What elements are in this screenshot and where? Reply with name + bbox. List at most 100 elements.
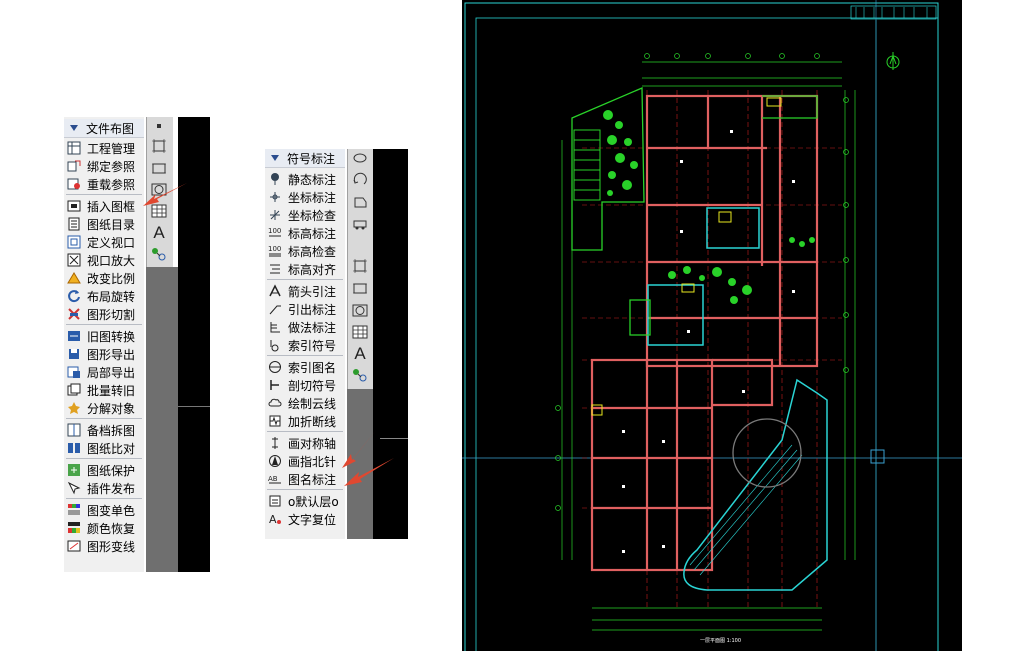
svg-text:100: 100	[268, 245, 281, 253]
frame-tool-2-icon[interactable]	[151, 160, 167, 176]
menu-item-10[interactable]: 索引符号	[265, 336, 345, 354]
reload-ref-icon	[67, 177, 81, 191]
menu-item-14[interactable]: 加折断线	[265, 412, 345, 430]
file-layout-menu-header[interactable]: 文件布图	[64, 119, 144, 138]
menu-item-11[interactable]: 旧图转换	[64, 327, 144, 345]
menu-item-7[interactable]: 箭头引注	[265, 282, 345, 300]
menu-item-label: 坐标标注	[288, 190, 337, 205]
file-layout-panel: 文件布图 工程管理绑定参照重载参照插入图框图纸目录定义视口视口放大改变比例布局旋…	[64, 117, 144, 572]
menu-item-16[interactable]: 备档拆图	[64, 421, 144, 439]
menu-item-15[interactable]: 分解对象	[64, 399, 144, 417]
menu-item-label: 插件发布	[87, 481, 136, 496]
menu-item-12[interactable]: 剖切符号	[265, 376, 345, 394]
menu-item-6[interactable]: 标高对齐	[265, 260, 345, 278]
text-tool-icon[interactable]: A	[153, 223, 165, 242]
static-mark-icon	[268, 172, 282, 186]
north-arrow-symbol	[886, 52, 900, 70]
collapse-triangle-icon	[70, 125, 78, 131]
circle-tool-icon[interactable]	[151, 181, 167, 197]
menu-item-label: 工程管理	[87, 141, 136, 156]
text-tool-icon[interactable]: A	[354, 344, 366, 363]
circle-tool-icon[interactable]	[352, 302, 368, 318]
menu-item-13[interactable]: 局部导出	[64, 363, 144, 381]
explode-icon	[67, 401, 81, 415]
menu-item-21[interactable]: 颜色恢复	[64, 519, 144, 537]
menu-item-10[interactable]: 图形切割	[64, 305, 144, 323]
rotate-icon	[67, 289, 81, 303]
menu-item-9[interactable]: 做法标注	[265, 318, 345, 336]
menu-item-17[interactable]: 图纸比对	[64, 439, 144, 457]
menu-separator	[66, 194, 142, 195]
to-line-icon	[67, 539, 81, 553]
frame-tool-icon[interactable]	[151, 138, 167, 154]
drawing-divider-line-1	[178, 406, 210, 407]
red-pointer-arrow-2	[342, 430, 376, 468]
menu-item-18[interactable]: o默认层o	[265, 492, 345, 510]
menu-item-label: 改变比例	[87, 271, 136, 286]
export-icon	[67, 347, 81, 361]
menu-item-2[interactable]: 坐标标注	[265, 188, 345, 206]
cad-floor-plan-viewport[interactable]: 一层平面图 1:100	[462, 0, 962, 651]
menu-item-13[interactable]: 绘制云线	[265, 394, 345, 412]
menu-item-18[interactable]: 图纸保护	[64, 461, 144, 479]
menu-item-19[interactable]: 插件发布	[64, 479, 144, 497]
menu-item-3[interactable]: 重载参照	[64, 175, 144, 193]
menu-header-label: 符号标注	[287, 151, 336, 166]
menu-item-11[interactable]: 索引图名	[265, 358, 345, 376]
partial-export-icon	[67, 365, 81, 379]
menu-item-label: 图纸保护	[87, 463, 136, 478]
ellipse-tool-icon[interactable]	[352, 150, 368, 166]
drawing-crosshair-line-2	[380, 438, 408, 439]
menu-item-20[interactable]: 图变单色	[64, 501, 144, 519]
floor-plan-drawing: 一层平面图 1:100	[462, 0, 962, 651]
frame-tool-icon[interactable]	[352, 258, 368, 274]
menu-item-label: 剖切符号	[288, 378, 337, 393]
dot-tool-icon[interactable]	[151, 118, 167, 134]
vertical-toolstrip-1	[146, 117, 173, 267]
menu-item-9[interactable]: 布局旋转	[64, 287, 144, 305]
viewport-icon	[67, 235, 81, 249]
menu-item-1[interactable]: 工程管理	[64, 139, 144, 157]
menu-item-16[interactable]: 画指北针	[265, 452, 345, 470]
menu-item-label: 图形导出	[87, 347, 136, 362]
menu-item-15[interactable]: 画对称轴	[265, 434, 345, 452]
menu-item-7[interactable]: 视口放大	[64, 251, 144, 269]
menu-item-3[interactable]: 坐标检查	[265, 206, 345, 224]
menu-item-label: 绘制云线	[288, 396, 337, 411]
node-tool-icon[interactable]	[352, 367, 368, 383]
frame-tool-2-icon[interactable]	[352, 280, 368, 296]
menu-item-5[interactable]: 图纸目录	[64, 215, 144, 233]
table-tool-icon[interactable]	[151, 203, 167, 219]
arc-tool-icon[interactable]	[352, 172, 368, 188]
table-tool-icon[interactable]	[352, 324, 368, 340]
menu-item-1[interactable]: 静态标注	[265, 170, 345, 188]
compare-icon	[67, 441, 81, 455]
vehicle-tool-icon[interactable]	[352, 216, 368, 232]
elevation-check-icon: 100	[268, 244, 282, 258]
shape-tool-icon[interactable]	[352, 194, 368, 210]
menu-item-2[interactable]: 绑定参照	[64, 157, 144, 175]
menu-item-8[interactable]: 改变比例	[64, 269, 144, 287]
menu-item-4[interactable]: 插入图框	[64, 197, 144, 215]
node-tool-icon[interactable]	[151, 246, 167, 262]
menu-item-14[interactable]: 批量转旧	[64, 381, 144, 399]
menu-separator	[267, 489, 343, 490]
red-pointer-arrow-1	[143, 183, 187, 206]
symbol-menu-header[interactable]: 符号标注	[265, 149, 345, 168]
menu-item-8[interactable]: 引出标注	[265, 300, 345, 318]
mono-icon	[67, 503, 81, 517]
symmetry-icon	[268, 436, 282, 450]
menu-item-label: 重载参照	[87, 177, 136, 192]
menu-item-label: 加折断线	[288, 414, 337, 429]
index-symbol-icon	[268, 338, 282, 352]
menu-item-6[interactable]: 定义视口	[64, 233, 144, 251]
menu-item-22[interactable]: 图形变线	[64, 537, 144, 555]
insert-frame-icon	[67, 199, 81, 213]
menu-item-12[interactable]: 图形导出	[64, 345, 144, 363]
zoom-viewport-icon	[67, 253, 81, 267]
